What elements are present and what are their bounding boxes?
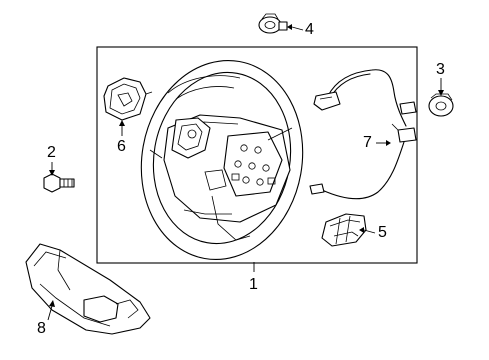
callout-8-label: 8: [37, 320, 46, 337]
callout-1-label: 1: [249, 276, 258, 293]
part-6-switch: [103, 77, 153, 121]
part-3-clip: [428, 93, 454, 117]
part-4-sensor: [258, 13, 288, 34]
callout-leaders: [47, 24, 444, 321]
steering-wheel: [140, 59, 304, 261]
callout-3-label: 3: [436, 61, 445, 78]
callout-7-label: 7: [363, 134, 372, 151]
callout-2-label: 2: [47, 144, 56, 161]
part-5-switch: [321, 213, 367, 247]
callout-6-label: 6: [117, 138, 126, 155]
part-2-bolt: [43, 173, 75, 193]
assembly-frame: [96, 46, 418, 264]
part-8-airbag: [25, 243, 151, 335]
callout-5-label: 5: [378, 224, 387, 241]
callout-4-label: 4: [305, 21, 314, 38]
part-7-wiring-harness: [309, 69, 417, 200]
